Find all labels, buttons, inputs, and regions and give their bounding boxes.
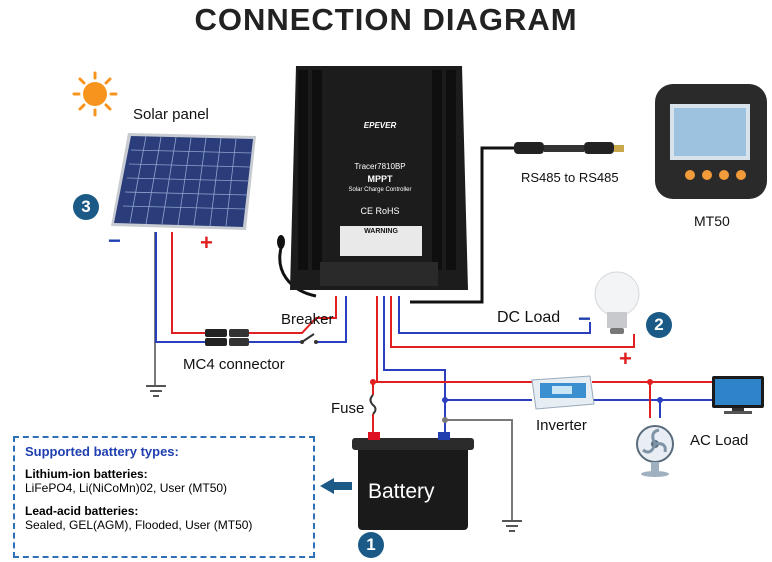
dc-load-label: DC Load (497, 309, 561, 326)
fan-icon (636, 425, 674, 477)
battery-types-heading: Supported battery types: (25, 444, 179, 459)
mc4-connector-label: MC4 connector (183, 356, 285, 373)
lithium-title: Lithium-ion batteries: (25, 467, 148, 481)
page-title: CONNECTION DIAGRAM (194, 2, 578, 37)
lithium-list: LiFePO4, Li(NiCoMn)02, User (MT50) (25, 481, 228, 495)
inverter-label: Inverter (536, 417, 587, 434)
controller-brand: EPEVER (363, 121, 397, 130)
controller-certs: CE RoHS (360, 206, 400, 216)
ac-load-label: AC Load (690, 432, 749, 449)
ground-icon (502, 520, 522, 532)
controller-type: MPPT (367, 174, 393, 184)
panel-negative-wire (155, 232, 205, 343)
inverter-icon (531, 375, 595, 410)
rs485-label: RS485 to RS485 (521, 170, 619, 185)
arrow-icon (320, 478, 352, 494)
battery-label: Battery (368, 480, 435, 503)
lead-acid-title: Lead-acid batteries: (25, 504, 139, 518)
controller-model: Tracer7810BP (354, 162, 406, 171)
solar-panel-label: Solar panel (133, 106, 209, 123)
controller-warning: WARNING (364, 228, 398, 235)
fuse-icon (369, 394, 377, 415)
step-badge-3: 3 (73, 194, 99, 220)
battery-icon (352, 432, 474, 530)
breaker-icon (300, 333, 318, 344)
ground-icon (146, 385, 166, 397)
pv-positive-wire (249, 296, 337, 334)
panel-positive-wire (171, 232, 205, 334)
breaker-label: Breaker (281, 311, 334, 328)
display-unit-icon (655, 84, 767, 199)
controller-subtitle: Solar Charge Controller (348, 187, 412, 193)
step-badge-2: 2 (646, 312, 672, 338)
battery-types-box: Supported battery types: Lithium-ion bat… (13, 436, 315, 558)
cable-icon (410, 142, 624, 304)
panel-positive-sign: + (200, 230, 213, 255)
bulb-icon (594, 271, 640, 334)
load-negative-sign: − (578, 306, 591, 331)
controller-icon (290, 66, 468, 290)
fuse-label: Fuse (331, 400, 365, 417)
sun-icon (72, 71, 118, 117)
solar-panel-icon (111, 133, 256, 230)
mt50-label: MT50 (694, 213, 730, 229)
step-badge-1: 1 (358, 532, 384, 558)
mc4-connector-icon (205, 329, 249, 346)
panel-negative-sign: − (108, 228, 121, 253)
monitor-icon (712, 376, 764, 414)
lead-acid-list: Sealed, GEL(AGM), Flooded, User (MT50) (25, 518, 253, 532)
load-positive-sign: + (619, 346, 632, 371)
